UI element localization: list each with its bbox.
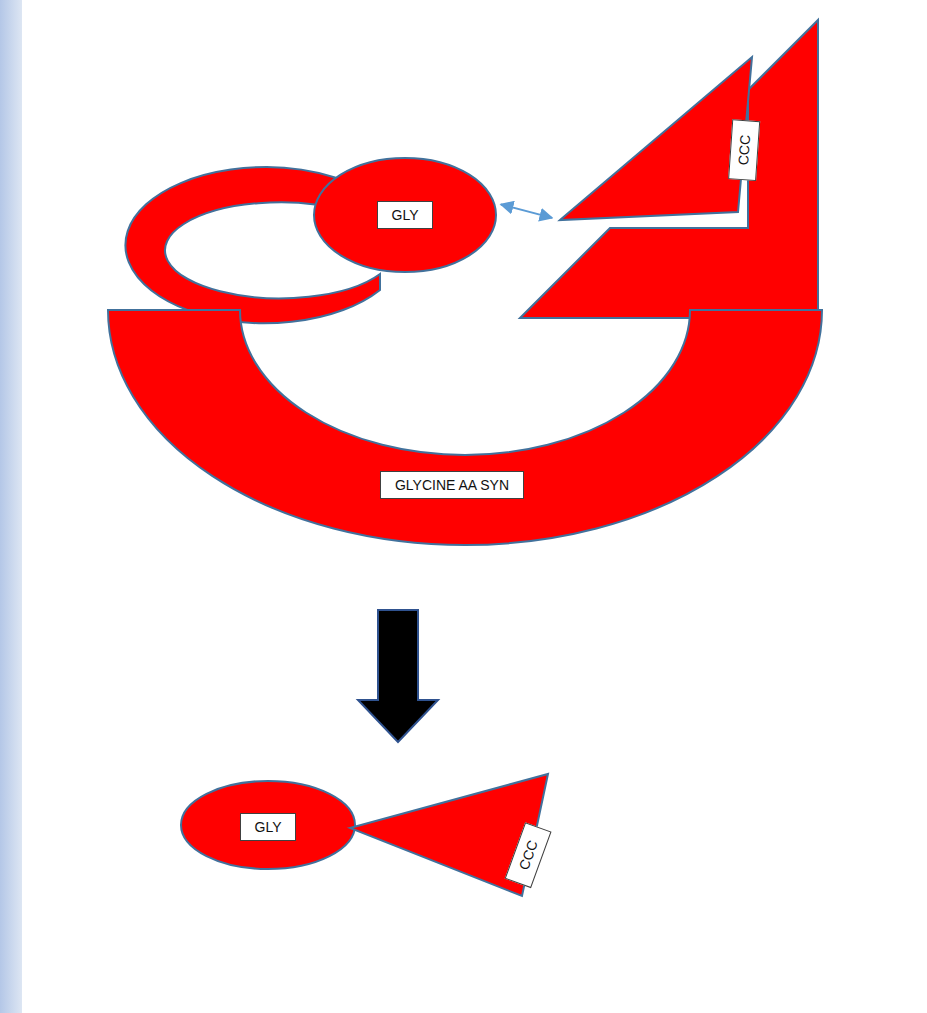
enzyme-body: GLYCINE AA SYN — [108, 310, 822, 545]
ellipse-shape — [181, 781, 355, 869]
reaction-arrow — [358, 610, 438, 742]
ellipse-shape — [314, 158, 496, 272]
side-band — [0, 0, 22, 1013]
product-wedge: CCC — [338, 770, 570, 910]
node-label: GLY — [377, 201, 434, 229]
cofactor-wedge: CCC — [556, 54, 766, 224]
shape-outline — [108, 310, 822, 545]
substrate-ellipse: GLY — [313, 157, 497, 273]
node-label: CCC — [728, 119, 760, 181]
arc-shape — [108, 310, 822, 545]
wedge-shape — [560, 57, 752, 220]
label-holder: GLY — [377, 201, 434, 229]
label-holder: CCC — [728, 119, 760, 181]
label-holder: GLY — [240, 813, 297, 841]
double-arrow — [501, 204, 552, 217]
product-ellipse: GLY — [180, 780, 356, 870]
enzyme-subunit — [520, 20, 818, 318]
label-holder: GLYCINE AA SYN — [380, 471, 524, 499]
node-label: GLYCINE AA SYN — [380, 471, 524, 499]
node-label: GLY — [240, 813, 297, 841]
